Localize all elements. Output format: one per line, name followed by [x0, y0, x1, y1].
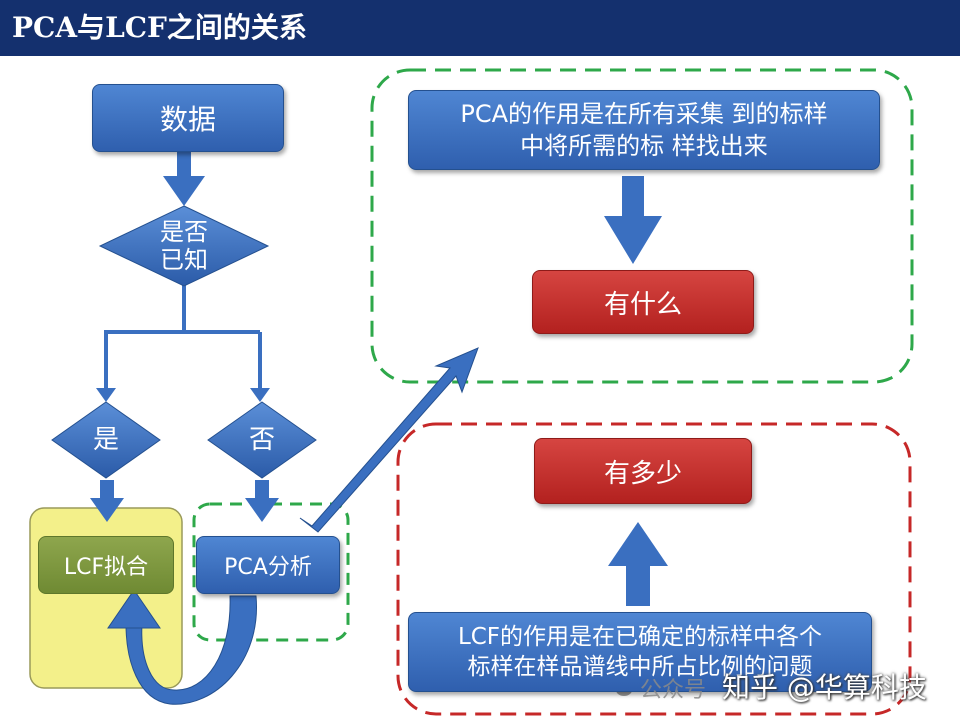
how-much-box: 有多少 — [534, 438, 752, 504]
split-connector — [104, 282, 262, 394]
arrow-down-icon — [163, 176, 205, 206]
arrow-down-icon — [604, 216, 662, 264]
data-box: 数据 — [92, 84, 284, 152]
arrow-down-icon — [90, 498, 124, 522]
arrow-down-icon — [245, 498, 279, 522]
how-much-label: 有多少 — [603, 458, 682, 489]
lcf-fit-box: LCF拟合 — [38, 536, 174, 594]
connector-line — [622, 176, 644, 218]
arrow-down-icon — [250, 388, 270, 402]
decision-diamond-yes — [51, 401, 161, 479]
connector-line — [177, 150, 191, 178]
pca-role-box: PCA的作用是在所有采集 到的标样 中将所需的标 样找出来 — [408, 90, 880, 170]
curved-return-arrow — [125, 595, 257, 705]
what-label: 有什么 — [603, 289, 682, 320]
lcf-highlight — [29, 507, 183, 689]
arrow-down-icon — [96, 388, 116, 402]
lcf-role-text: LCF的作用是在已确定的标样中各个 标样在样品谱线中所占比例的问题 — [457, 624, 823, 680]
pca-analysis-label: PCA分析 — [224, 555, 312, 580]
connector-line — [255, 480, 269, 500]
pca-role-group — [370, 68, 914, 384]
decision-diamond-known — [98, 205, 270, 287]
connector-line — [100, 480, 114, 500]
watermark-prefix: 公众号 — [640, 678, 707, 703]
what-box: 有什么 — [532, 270, 754, 334]
lcf-role-box: LCF的作用是在已确定的标样中各个 标样在样品谱线中所占比例的问题 — [408, 612, 872, 692]
arrow-up-icon — [608, 522, 668, 566]
decision-diamond-no — [207, 401, 317, 479]
lcf-role-group — [396, 422, 912, 716]
no-label: 否 — [248, 425, 275, 455]
pca-role-text: PCA的作用是在所有采集 到的标样 中将所需的标 样找出来 — [460, 100, 828, 160]
watermark-text: 知乎 @华算科技 — [722, 671, 927, 704]
title-bar: PCA与LCF之间的关系 — [0, 0, 960, 56]
data-label: 数据 — [159, 103, 216, 136]
connector-line — [626, 562, 650, 606]
slide-title: PCA与LCF之间的关系 — [12, 11, 307, 44]
yes-label: 是 — [92, 425, 119, 455]
arrow-up-icon — [107, 589, 161, 629]
lcf-fit-label: LCF拟合 — [63, 555, 149, 580]
pca-analysis-box: PCA分析 — [196, 536, 340, 594]
known-question-label: 是否 已知 — [160, 218, 208, 274]
diagonal-arrow — [299, 347, 479, 533]
